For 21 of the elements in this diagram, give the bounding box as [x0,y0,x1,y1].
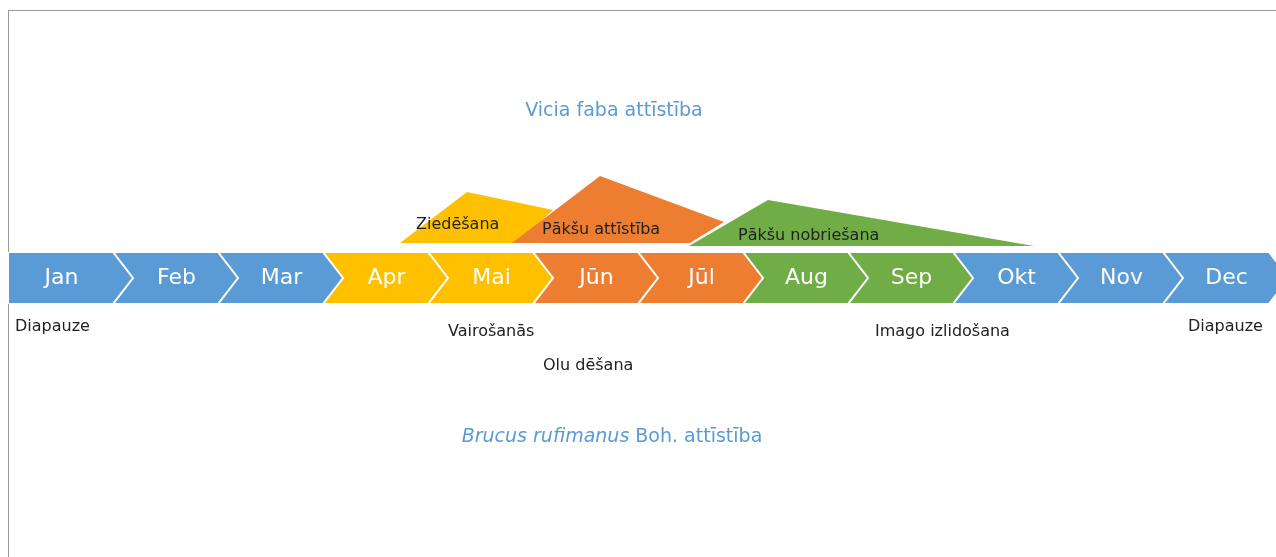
month-label: Jūl [686,264,716,289]
stage-label: Vairošanās [448,321,535,340]
month-label: Sep [889,264,934,289]
stage-label: Imago izlidošana [875,321,1010,340]
heading: Vicia faba attīstība [525,98,703,120]
phase-label: Pākšu attīstība [542,219,661,238]
month-label: Okt [996,264,1037,289]
month-label: Aug [784,264,829,289]
month-label: Dec [1204,264,1249,289]
month-label: Apr [366,264,407,289]
stage-label: Diapauze [1188,316,1263,335]
phase-label: Pākšu nobriešana [738,225,880,244]
month-label: Jan [42,264,80,289]
month-label: Mai [471,264,512,289]
heading: Brucus rufimanus Boh. attīstība [461,424,763,446]
month-label: Mar [259,264,304,289]
month-label: Nov [1099,264,1144,289]
stage-label: Diapauze [15,316,90,335]
month-label: Jūn [577,264,615,289]
stage-label: Olu dēšana [543,355,634,374]
month-label: Feb [156,264,197,289]
